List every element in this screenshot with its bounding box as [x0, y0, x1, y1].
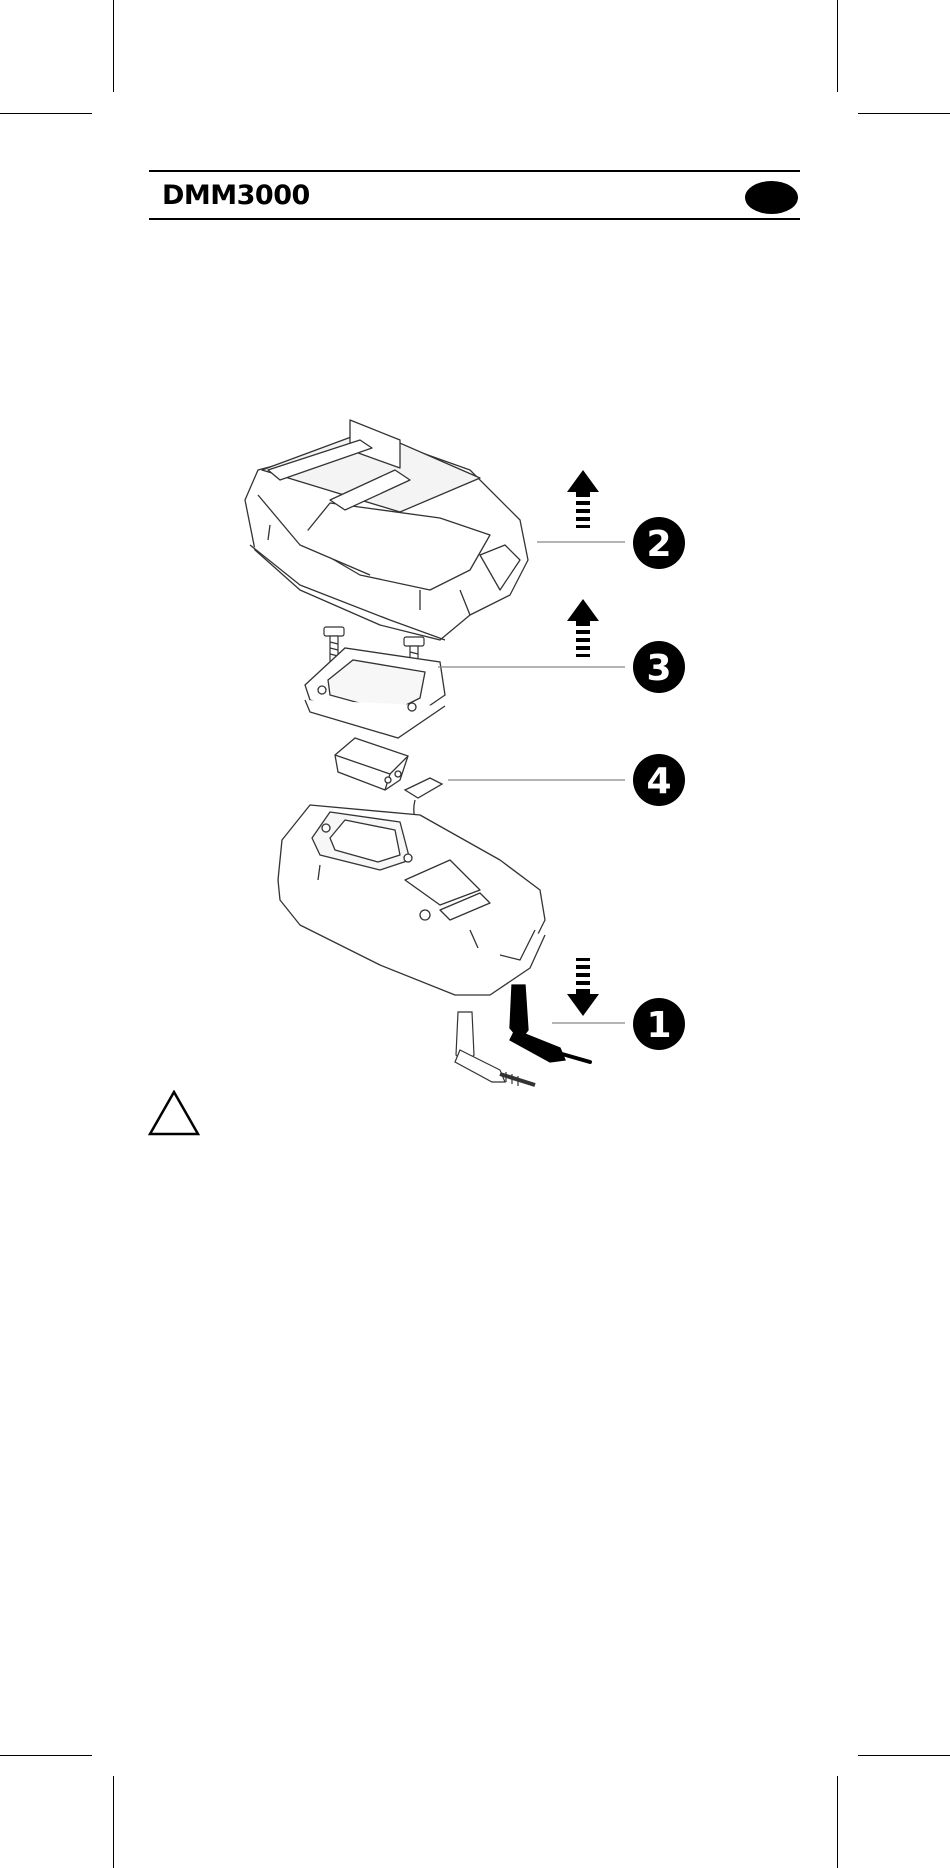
arrow-up-battery-door-icon — [567, 599, 599, 657]
arrow-up-cover-icon — [567, 470, 599, 528]
meter-body-illustration — [278, 805, 545, 995]
callout-2-number: 2 — [646, 524, 671, 565]
callout-4-number: 4 — [646, 761, 671, 802]
warning-triangle-icon — [148, 1090, 200, 1136]
callout-1: 1 — [633, 998, 685, 1050]
callout-2: 2 — [633, 517, 685, 569]
callout-3-number: 3 — [646, 648, 671, 689]
callout-1-number: 1 — [646, 1005, 671, 1046]
callout-3: 3 — [633, 641, 685, 693]
arrow-down-test-leads-icon — [567, 958, 599, 1016]
holster-cover-illustration — [245, 420, 528, 640]
battery-door-illustration — [305, 648, 445, 738]
callout-4: 4 — [633, 754, 685, 806]
